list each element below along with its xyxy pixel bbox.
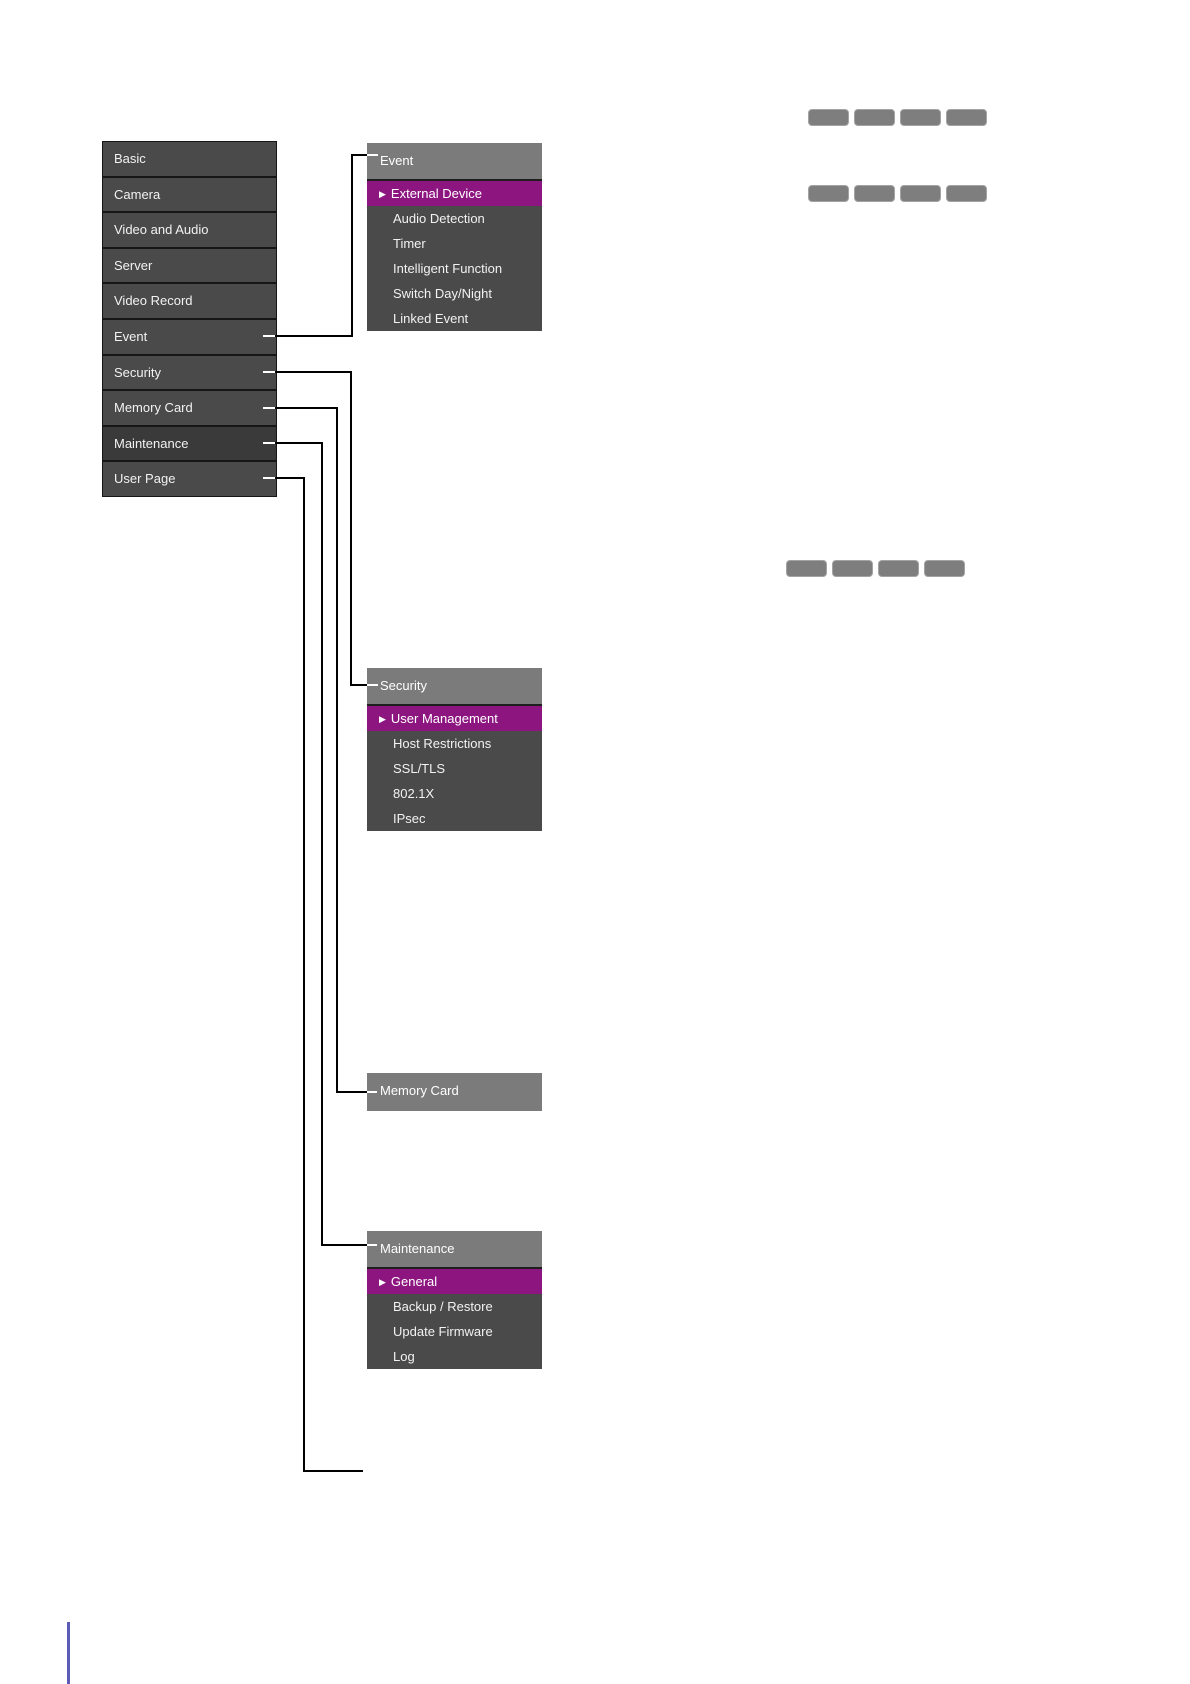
sidebar-item-basic[interactable]: Basic [103, 142, 276, 178]
submenu-item-802-1x[interactable]: 802.1X [393, 786, 435, 801]
submenu-item-ssl-tls[interactable]: SSL/TLS [393, 761, 446, 776]
sidebar-item-camera[interactable]: Camera [103, 177, 276, 214]
submenu-memory-card: Memory Card [367, 1073, 542, 1111]
connector-event-tip [367, 154, 378, 156]
sidebar-item-event[interactable]: Event [103, 319, 276, 356]
placeholder-button[interactable] [808, 109, 849, 126]
placeholder-button[interactable] [832, 560, 873, 577]
submenu-item-general[interactable]: ▶ General [367, 1269, 542, 1294]
connector-memory-card-tip [263, 407, 275, 409]
connector-security [350, 684, 367, 686]
submenu-item-label: External Device [390, 186, 482, 201]
submenu-item-audio-detection[interactable]: Audio Detection [393, 211, 485, 226]
submenu-item-external-device[interactable]: ▶ External Device [367, 181, 542, 206]
selected-arrow-icon: ▶ [379, 189, 386, 199]
submenu-item-linked-event[interactable]: Linked Event [393, 311, 469, 326]
submenu-item-log[interactable]: Log [393, 1349, 415, 1364]
submenu-event: Event ▶ External Device Audio Detection T… [367, 143, 542, 331]
sidebar-item-maintenance[interactable]: Maintenance [103, 426, 276, 463]
connector-maintenance [321, 442, 323, 1246]
sidebar-item-security[interactable]: Security [103, 355, 276, 392]
sidebar-item-video-record[interactable]: Video Record [103, 284, 276, 320]
submenu-item-intelligent-function[interactable]: Intelligent Function [393, 261, 503, 276]
sidebar-item-video-and-audio[interactable]: Video and Audio [103, 213, 276, 249]
connector-maintenance-tip [263, 442, 275, 444]
submenu-item-update-firmware[interactable]: Update Firmware [393, 1324, 493, 1339]
submenu-item-user-management[interactable]: ▶ User Management [367, 706, 542, 731]
connector-security-tip [367, 684, 378, 686]
connector-user-page [275, 477, 305, 479]
placeholder-button[interactable] [786, 560, 827, 577]
submenu-item-timer[interactable]: Timer [393, 236, 426, 251]
footer-accent-line [67, 1622, 70, 1684]
submenu-item-backup-restore[interactable]: Backup / Restore [393, 1299, 493, 1314]
placeholder-button[interactable] [854, 185, 895, 202]
submenu-item-label: User Management [390, 711, 498, 726]
connector-memory-card [336, 407, 338, 1093]
placeholder-button[interactable] [808, 185, 849, 202]
submenu-security: Security ▶ User Management Host Restricti… [367, 668, 542, 831]
submenu-maintenance: Maintenance ▶ General Backup / Restore Up… [367, 1231, 542, 1369]
connector-security [350, 371, 352, 686]
submenu-item-host-restrictions[interactable]: Host Restrictions [393, 736, 492, 751]
connector-memory-card [336, 1091, 367, 1093]
placeholder-button[interactable] [878, 560, 919, 577]
connector-memory-card [275, 407, 338, 409]
placeholder-button-row-1 [808, 109, 987, 126]
placeholder-button[interactable] [900, 109, 941, 126]
connector-user-page [303, 1470, 363, 1472]
connector-event [275, 335, 353, 337]
placeholder-button-row-2 [808, 185, 987, 202]
connector-user-page [303, 477, 305, 1472]
selected-arrow-icon: ▶ [379, 1277, 386, 1287]
connector-maintenance-tip [367, 1244, 377, 1246]
placeholder-button[interactable] [900, 185, 941, 202]
connector-maintenance [321, 1244, 367, 1246]
sidebar-item-user-page[interactable]: User Page [103, 462, 276, 496]
submenu-item-switch-day-night[interactable]: Switch Day/Night [393, 286, 492, 301]
connector-memory-card-tip [367, 1091, 377, 1093]
connector-event-tip [263, 335, 275, 337]
placeholder-button[interactable] [946, 109, 987, 126]
placeholder-button-row-3 [786, 560, 965, 577]
connector-event [351, 154, 353, 337]
connector-event [351, 154, 367, 156]
connector-security [275, 371, 352, 373]
submenu-memory-card-header: Memory Card [367, 1073, 542, 1111]
submenu-item-label: General [390, 1274, 438, 1289]
sidebar-item-memory-card[interactable]: Memory Card [103, 391, 276, 427]
connector-user-page-tip [263, 477, 275, 479]
sidebar-item-server[interactable]: Server [103, 248, 276, 285]
placeholder-button[interactable] [946, 185, 987, 202]
placeholder-button[interactable] [854, 109, 895, 126]
placeholder-button[interactable] [924, 560, 965, 577]
submenu-security-header: Security [367, 668, 542, 706]
connector-maintenance [275, 442, 323, 444]
submenu-maintenance-header: Maintenance [367, 1231, 542, 1269]
selected-arrow-icon: ▶ [379, 714, 386, 724]
main-menu: Basic Camera Video and Audio Server Vide… [102, 141, 277, 497]
submenu-event-header: Event [367, 143, 542, 181]
connector-security-tip [263, 371, 275, 373]
submenu-item-ipsec[interactable]: IPsec [393, 811, 426, 826]
